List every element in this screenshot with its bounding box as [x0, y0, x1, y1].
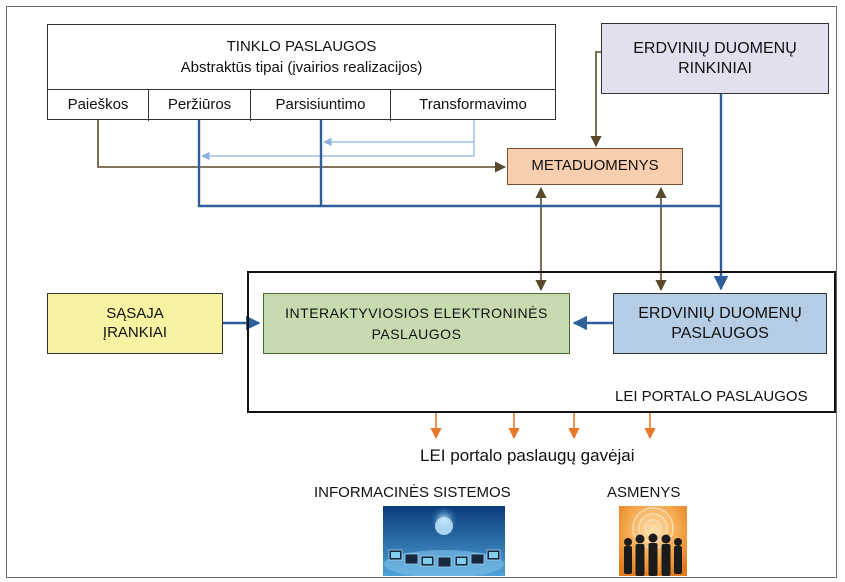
connector-paieskos-metaduomenys: [97, 120, 507, 173]
sasaja-line2: ĮRANKIAI: [102, 323, 168, 341]
sasaja-irankiai-box: SĄSAJA ĮRANKIAI: [47, 293, 223, 354]
service-type-transformavimo: Transformavimo: [419, 96, 527, 114]
erdviniu-paslaugos-line1: ERDVINIŲ DUOMENŲ: [638, 304, 802, 322]
persons-image: [619, 506, 687, 576]
interaktyvios-line2: PASLAUGOS: [371, 325, 462, 342]
service-type-parsisiuntimo: Parsisiuntimo: [251, 90, 391, 121]
service-types-row: Paieškos Peržiūros Parsisiuntimo Transfo…: [48, 89, 555, 121]
informacines-sistemos-label: INFORMACINĖS SISTEMOS: [314, 484, 511, 501]
tinklo-paslaugos-header: TINKLO PASLAUGOS Abstraktūs tipai (įvair…: [48, 25, 555, 89]
lei-portalo-paslaugos-container: [247, 271, 836, 413]
service-type-perziuros: Peržiūros: [149, 90, 251, 121]
asmenys-label: ASMENYS: [607, 484, 681, 501]
sasaja-line1: SĄSAJA: [106, 304, 164, 322]
erdviniu-rinkiniai-line1: ERDVINIŲ DUOMENŲ: [633, 39, 797, 57]
recipients-label: LEI portalo paslaugų gavėjai: [420, 446, 635, 465]
service-type-paieskos: Paieškos: [48, 90, 149, 121]
interaktyvios-line1: INTERAKTYVIOSIOS ELEKTRONINĖS: [285, 305, 548, 322]
connector-perziuros-bus: [197, 120, 721, 208]
erdviniu-rinkiniai-box: ERDVINIŲ DUOMENŲ RINKINIAI: [601, 23, 829, 94]
erdviniu-paslaugos-line2: PASLAUGOS: [671, 324, 769, 342]
tinklo-paslaugos-box: TINKLO PASLAUGOS Abstraktūs tipai (įvair…: [47, 24, 556, 121]
portal-label: LEI PORTALO PASLAUGOS: [615, 388, 808, 405]
erdviniu-paslaugos-box: ERDVINIŲ DUOMENŲ PASLAUGOS: [613, 293, 827, 354]
tinklo-paslaugos-subtitle: Abstraktūs tipai (įvairios realizacijos): [180, 59, 423, 76]
interaktyvios-paslaugos-box: INTERAKTYVIOSIOS ELEKTRONINĖS PASLAUGOS: [263, 293, 570, 354]
information-systems-image: [383, 506, 505, 576]
metaduomenys-label: METADUOMENYS: [531, 157, 659, 175]
metaduomenys-box: METADUOMENYS: [507, 148, 683, 185]
connector-transformavimo: [201, 120, 475, 161]
tinklo-paslaugos-title: TINKLO PASLAUGOS: [226, 38, 377, 55]
erdviniu-rinkiniai-line2: RINKINIAI: [678, 59, 752, 77]
